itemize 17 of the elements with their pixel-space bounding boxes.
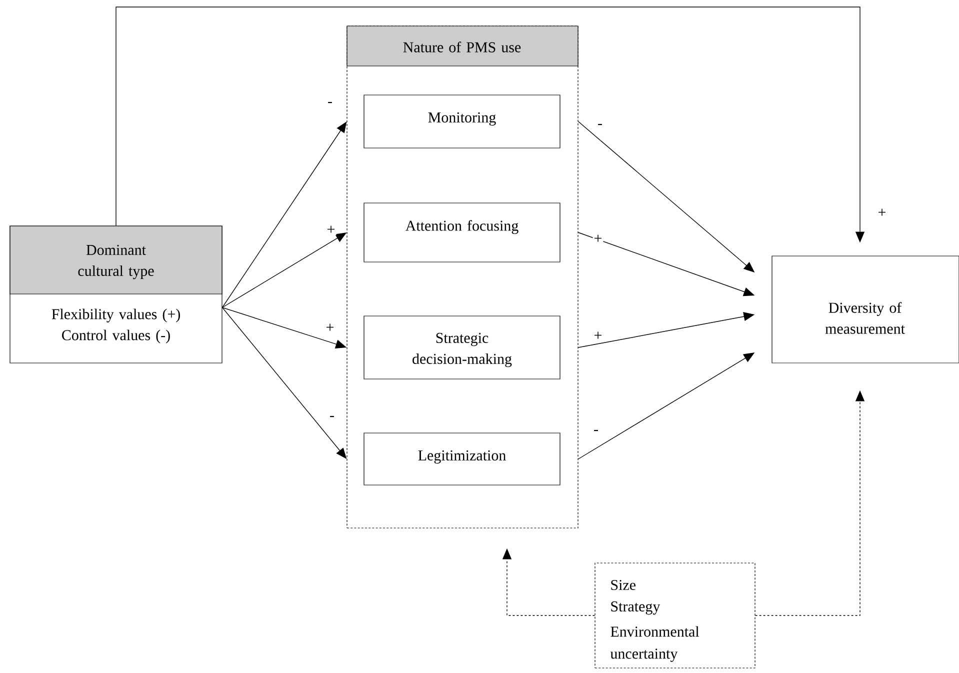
edge-label: + (592, 234, 604, 244)
edge-label: + (592, 330, 604, 342)
edge-label: + (324, 322, 336, 334)
process-box: Monitoring (364, 94, 560, 148)
edge-label: + (326, 224, 336, 236)
process-box: Legitimization (364, 432, 560, 486)
heading-box: Dominant cultural type Flexibility values (+) Control values (-) (10, 226, 222, 364)
edge-label: - (326, 100, 334, 108)
edge-label: - (328, 414, 336, 422)
edge-label: - (596, 122, 604, 130)
process-box: Attention focusing (364, 202, 560, 262)
process-box: Strategic decision-making (364, 316, 560, 380)
edge-label: - (592, 428, 600, 436)
control-variables-box: Size Strategy Environmental uncertainty (594, 562, 756, 668)
edge-label: + (876, 208, 888, 218)
arrow (222, 122, 347, 308)
outcome-box: Diversity of measurement (772, 256, 959, 364)
